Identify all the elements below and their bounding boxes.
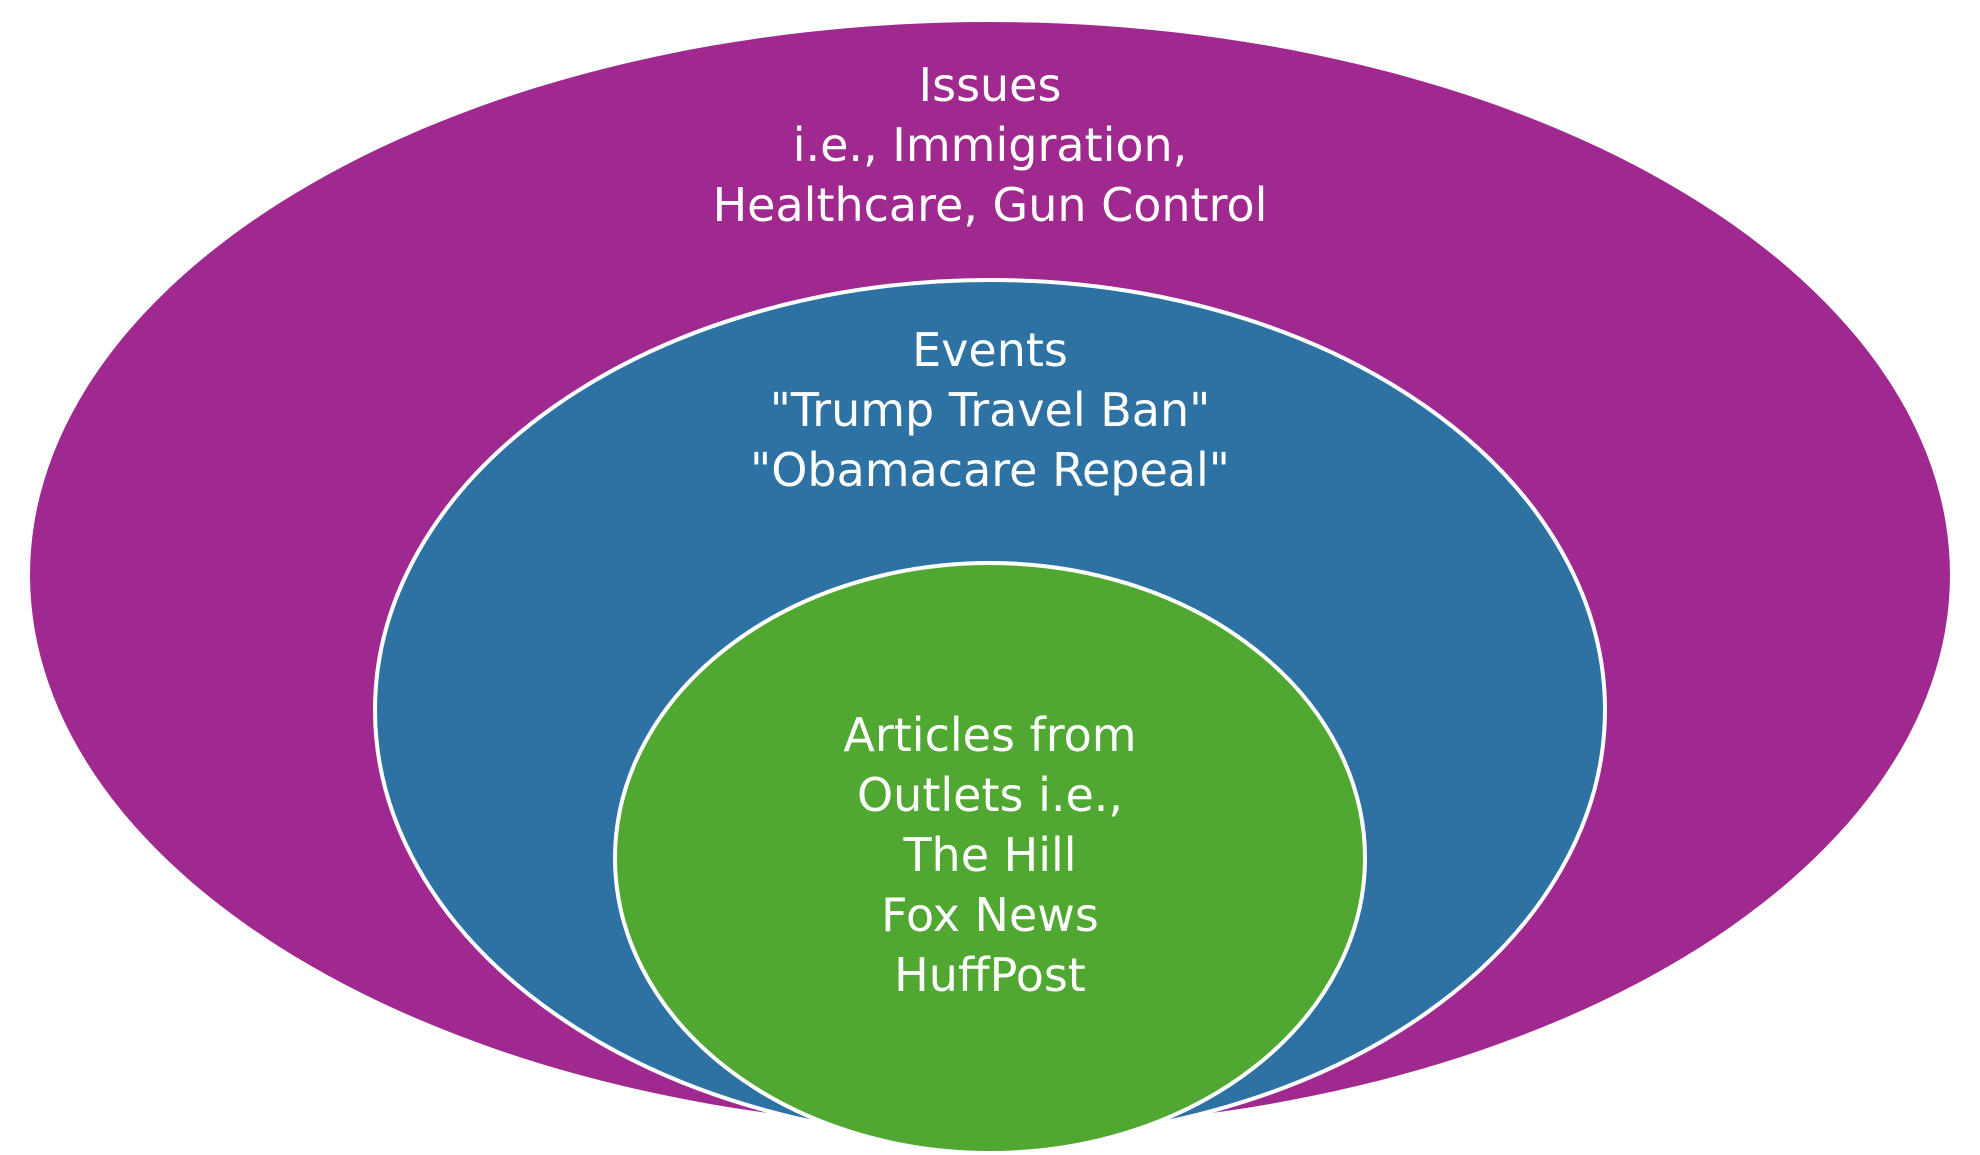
articles-title-line-2: Outlets i.e., [856,768,1124,822]
issues-label: Issues i.e., Immigration, Healthcare, Gu… [0,55,1980,235]
events-example-line-1: "Trump Travel Ban" [769,383,1211,437]
events-title: Events [912,323,1068,377]
articles-outlet-huffpost: HuffPost [894,948,1086,1002]
articles-outlet-the-hill: The Hill [903,828,1077,882]
events-example-line-2: "Obamacare Repeal" [750,443,1230,497]
articles-ellipse [613,561,1367,1155]
issues-example-line-1: i.e., Immigration, [792,118,1188,172]
issues-example-line-2: Healthcare, Gun Control [712,178,1268,232]
events-label: Events "Trump Travel Ban" "Obamacare Rep… [0,320,1980,500]
articles-title-line-1: Articles from [843,708,1137,762]
issues-title: Issues [918,58,1062,112]
articles-outlet-fox-news: Fox News [881,888,1099,942]
articles-label: Articles from Outlets i.e., The Hill Fox… [0,705,1980,1005]
